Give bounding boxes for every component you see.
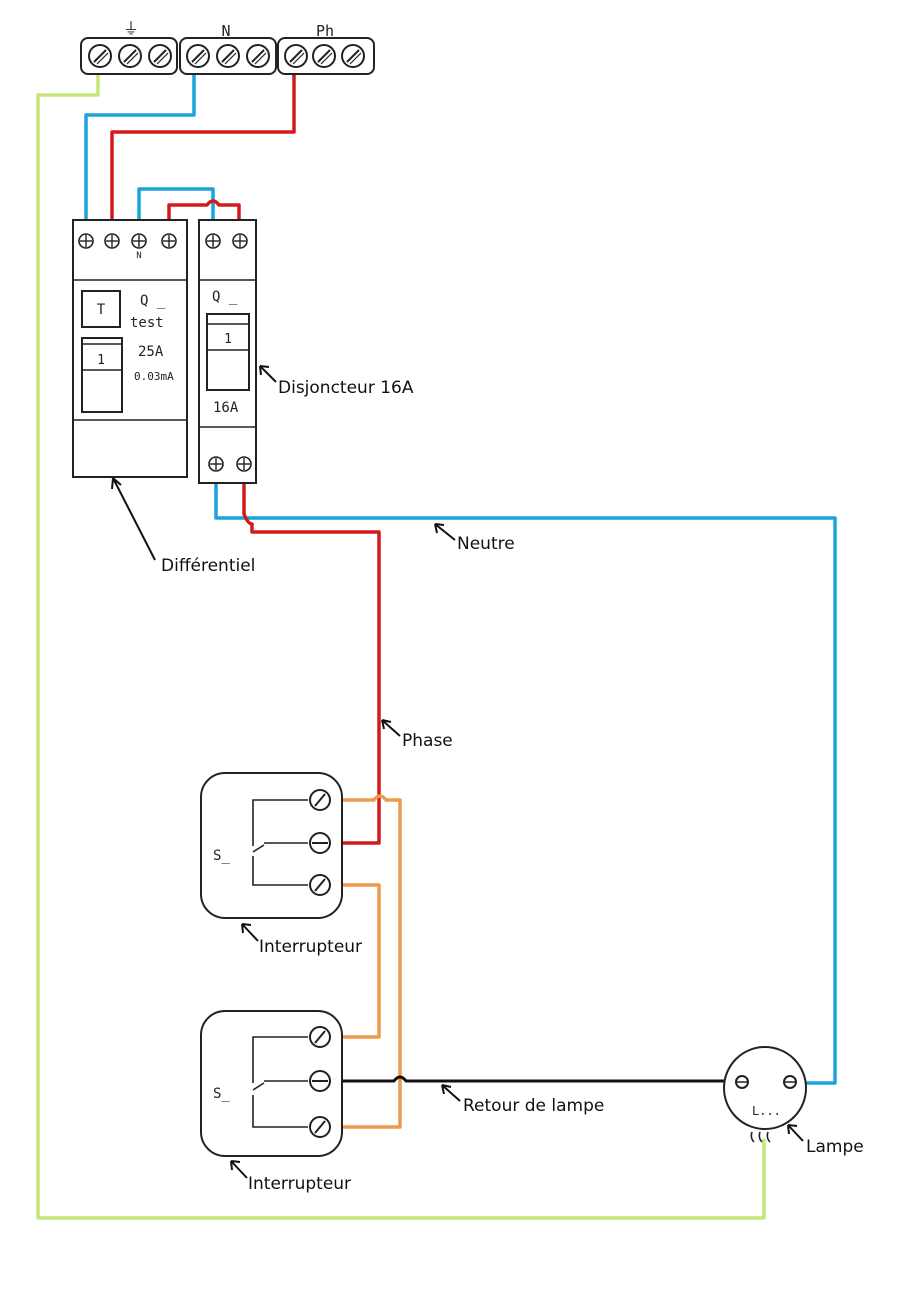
traveller-wire-1 (320, 794, 402, 1129)
diff-terminal-2 (104, 233, 120, 249)
label-lamp: Lampe (806, 1137, 864, 1157)
arrow-differential (111, 477, 156, 561)
lamp-return-wire (320, 1075, 742, 1083)
breaker-terminal-in-ph (232, 233, 248, 249)
switch-1: S_ (200, 772, 343, 919)
neutral-supply-wire (84, 56, 196, 242)
label-breaker: Disjoncteur 16A (278, 378, 414, 398)
annotation-arrows (111, 365, 804, 1179)
label-switch-1: Interrupteur (259, 937, 362, 957)
breaker-lever-label: 1 (224, 332, 232, 347)
diff-q-label: Q _ (140, 293, 166, 309)
diff-sensitivity: 0.03mA (134, 370, 174, 383)
switch-1-symbol: S_ (213, 848, 230, 864)
differential-breaker: N T Q _ test 1 25A 0.03mA (72, 219, 188, 478)
earth-symbol: ⏚ (123, 19, 139, 38)
diff-terminal-1 (78, 233, 94, 249)
switch-2-terminal-bottom (309, 1116, 331, 1138)
switch-2-symbol: S_ (213, 1086, 230, 1102)
breaker-terminal-in-n (205, 233, 221, 249)
switch-1-terminal-common (309, 832, 331, 854)
traveller-wire-2 (320, 883, 381, 1039)
phase-label: Ph (316, 22, 334, 40)
switch-1-terminal-top (309, 789, 331, 811)
terminal-phase (277, 37, 375, 75)
phase-bridge-wire (167, 199, 241, 242)
terminal-block: ⏚ N Ph (80, 19, 375, 75)
arrow-phase (381, 719, 401, 737)
neutral-out-wire (214, 463, 837, 1085)
arrow-breaker (259, 365, 277, 383)
diff-rating: 25A (138, 344, 164, 360)
label-differential: Différentiel (161, 556, 255, 576)
switch-2: S_ (200, 1010, 343, 1157)
terminal-earth (80, 37, 178, 75)
diff-neutral-mark: N (136, 251, 141, 261)
neutral-bridge-wire (137, 187, 215, 242)
label-lamp-return: Retour de lampe (463, 1096, 604, 1116)
neutral-label: N (221, 22, 230, 40)
switch-2-terminal-common (309, 1070, 331, 1092)
switch-2-terminal-top (309, 1026, 331, 1048)
label-switch-2: Interrupteur (248, 1174, 351, 1194)
diff-terminal-3 (131, 233, 147, 249)
breaker-terminal-out-n (208, 456, 224, 472)
circuit-breaker-16a: Q _ 1 16A (198, 219, 257, 484)
arrow-switch-2 (230, 1160, 248, 1179)
arrow-lamp-return (441, 1084, 461, 1102)
terminal-neutral (179, 37, 277, 75)
diff-lever-label: 1 (97, 353, 105, 368)
breaker-rating: 16A (213, 400, 239, 416)
switch-1-terminal-bottom (309, 874, 331, 896)
earth-wire (36, 58, 766, 1220)
lamp-symbol: L... (752, 1104, 781, 1118)
test-button: T (97, 302, 106, 318)
label-phase: Phase (402, 731, 453, 751)
phase-supply-wire (110, 56, 296, 242)
arrow-switch-1 (241, 923, 259, 942)
breaker-q-label: Q _ (212, 289, 238, 305)
breaker-terminal-out-ph (236, 456, 252, 472)
arrow-lamp (787, 1124, 804, 1142)
lamp-socket: L... (723, 1046, 807, 1143)
phase-out-wire (242, 463, 381, 845)
diff-terminal-4 (161, 233, 177, 249)
arrow-neutral (434, 523, 456, 541)
label-neutral: Neutre (457, 534, 515, 554)
diff-test-label: test (130, 315, 164, 331)
